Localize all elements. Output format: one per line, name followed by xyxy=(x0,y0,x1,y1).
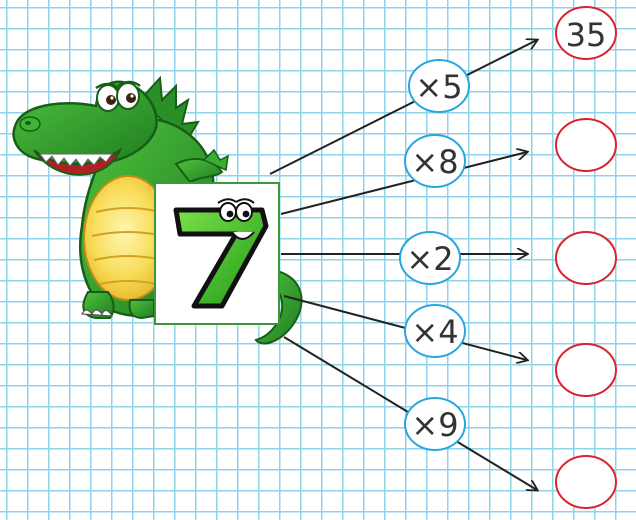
multiplier-label: ×9 xyxy=(411,406,458,444)
answer-circle-2 xyxy=(555,118,617,172)
smiling-number-seven-character: 7 xyxy=(173,198,269,309)
multiplier-label: ×5 xyxy=(415,68,462,106)
multiplier-label: ×8 xyxy=(411,143,458,181)
multiplier-label: ×2 xyxy=(406,240,453,278)
answer-circles: 35 xyxy=(555,6,617,509)
multiplier-circles: ×5 ×8 ×2 ×4 ×9 xyxy=(399,59,470,451)
answer-value: 35 xyxy=(566,16,607,54)
multiplier-circle-4: ×4 xyxy=(404,304,466,358)
multiplier-label: ×4 xyxy=(411,313,458,351)
multiplier-circle-3: ×2 xyxy=(399,231,461,285)
multiplier-circle-2: ×8 xyxy=(404,134,466,188)
answer-circle-1: 35 xyxy=(555,6,617,60)
arrow-2 xyxy=(280,152,527,215)
answer-circle-4 xyxy=(555,343,617,397)
center-number-box: 7 xyxy=(154,182,280,325)
answer-circle-5 xyxy=(555,455,617,509)
arrow-1 xyxy=(269,40,537,175)
multiplier-circle-5: ×9 xyxy=(404,397,466,451)
answer-circle-3 xyxy=(555,231,617,285)
multiplier-circle-1: ×5 xyxy=(408,59,470,113)
